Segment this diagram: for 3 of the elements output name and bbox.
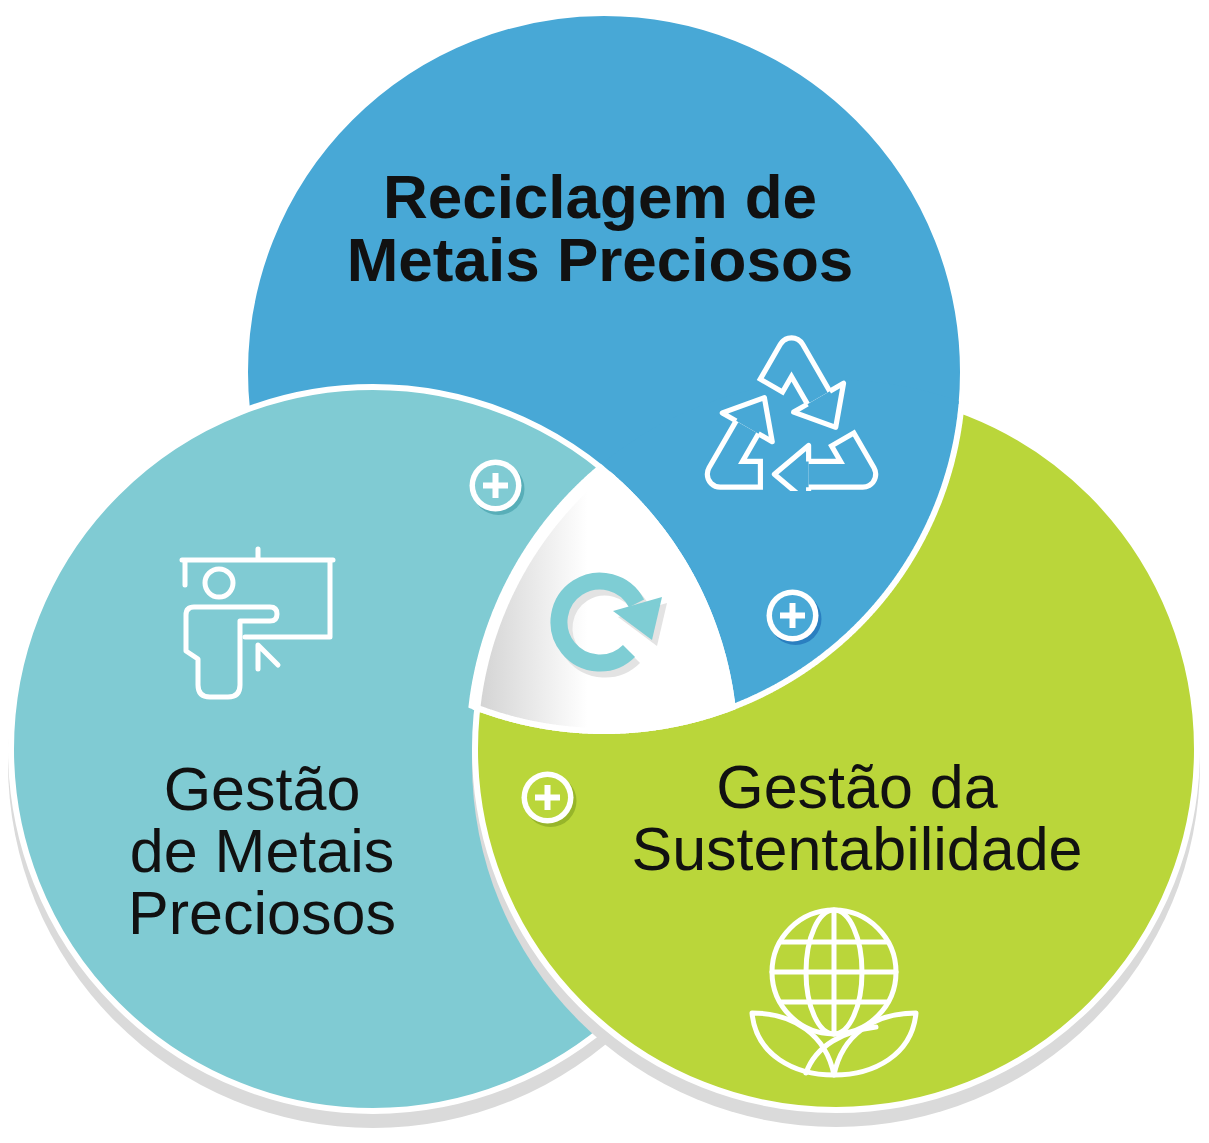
label-text: Gestão de Metais Preciosos xyxy=(127,758,397,944)
title-text: Reciclagem de Metais Preciosos xyxy=(345,165,855,291)
label-text: Gestão da Sustentabilidade xyxy=(630,756,1084,880)
